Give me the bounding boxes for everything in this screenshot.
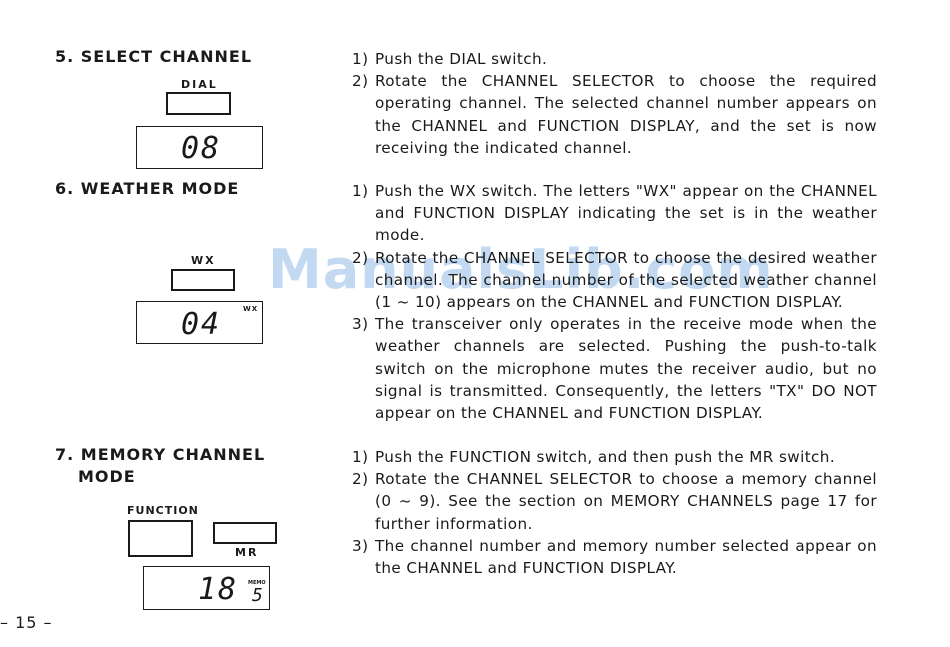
step-number: 3) (352, 315, 369, 334)
channel-display-digits: 18 (198, 572, 239, 607)
step-text: The transceiver only operates in the rec… (375, 315, 877, 423)
memory-number-digit: 5 (252, 585, 263, 606)
memo-indicator: MEMO (248, 580, 266, 586)
step: 3) The channel number and memory number … (352, 535, 877, 579)
mr-button-label: MR (235, 546, 259, 559)
section-5-steps: 1) Push the DIAL switch. 2) Rotate the C… (352, 48, 877, 159)
section-6-heading: 6. WEATHER MODE (55, 179, 240, 198)
watermark: ManualsLib.com (268, 238, 774, 301)
section-6-steps: 1) Push the WX switch. The letters "WX" … (352, 180, 877, 424)
step-text: Rotate the CHANNEL SELECTOR to choose a … (375, 470, 877, 533)
step: 1) Push the FUNCTION switch, and then pu… (352, 446, 877, 468)
section-7-heading: 7. MEMORY CHANNEL MODE (55, 444, 265, 488)
function-button-label: FUNCTION (127, 504, 199, 517)
step-number: 2) (352, 248, 369, 267)
step-text: The channel number and memory number sel… (375, 536, 877, 578)
mr-button[interactable] (213, 522, 277, 544)
step: 3) The transceiver only operates in the … (352, 313, 877, 424)
dial-button-label: DIAL (181, 78, 218, 91)
dial-button[interactable] (166, 92, 231, 115)
section-7-steps: 1) Push the FUNCTION switch, and then pu… (352, 446, 877, 579)
channel-display-select: 08 (136, 126, 263, 169)
step-number: 2) (352, 470, 369, 489)
wx-button[interactable] (171, 269, 235, 291)
section-5-heading: 5. SELECT CHANNEL (55, 47, 253, 66)
step-number: 2) (352, 72, 369, 91)
wx-button-label: WX (191, 254, 216, 267)
step-text: Rotate the CHANNEL SELECTOR to choose th… (375, 248, 877, 312)
step-number: 3) (352, 536, 369, 555)
wx-indicator: WX (243, 305, 259, 313)
step: 2) Rotate the CHANNEL SELECTOR to choose… (352, 247, 877, 314)
step-number: 1) (352, 50, 369, 68)
channel-display-digits: 08 (181, 131, 222, 166)
step: 2) Rotate the CHANNEL SELECTOR to choose… (352, 468, 877, 535)
channel-display-memory: 18 MEMO 5 (143, 566, 270, 610)
step: 1) Push the WX switch. The letters "WX" … (352, 180, 877, 247)
step: 1) Push the DIAL switch. (352, 48, 877, 70)
step-text: Push the WX switch. The letters "WX" app… (375, 182, 877, 245)
page-number: – 15 – (0, 613, 53, 632)
step-text: Rotate the CHANNEL SELECTOR to choose th… (375, 72, 877, 157)
step-text: Push the DIAL switch. (375, 50, 548, 68)
step-text: Push the FUNCTION switch, and then push … (375, 448, 836, 466)
section-7-heading-line1: 7. MEMORY CHANNEL (55, 445, 266, 464)
channel-display-weather: WX 04 (136, 301, 263, 344)
step: 2) Rotate the CHANNEL SELECTOR to choose… (352, 70, 877, 159)
step-number: 1) (352, 448, 369, 466)
step-number: 1) (352, 182, 369, 200)
channel-display-digits: 04 (181, 307, 222, 342)
section-7-heading-line2: MODE (78, 467, 136, 486)
function-button[interactable] (128, 520, 193, 557)
